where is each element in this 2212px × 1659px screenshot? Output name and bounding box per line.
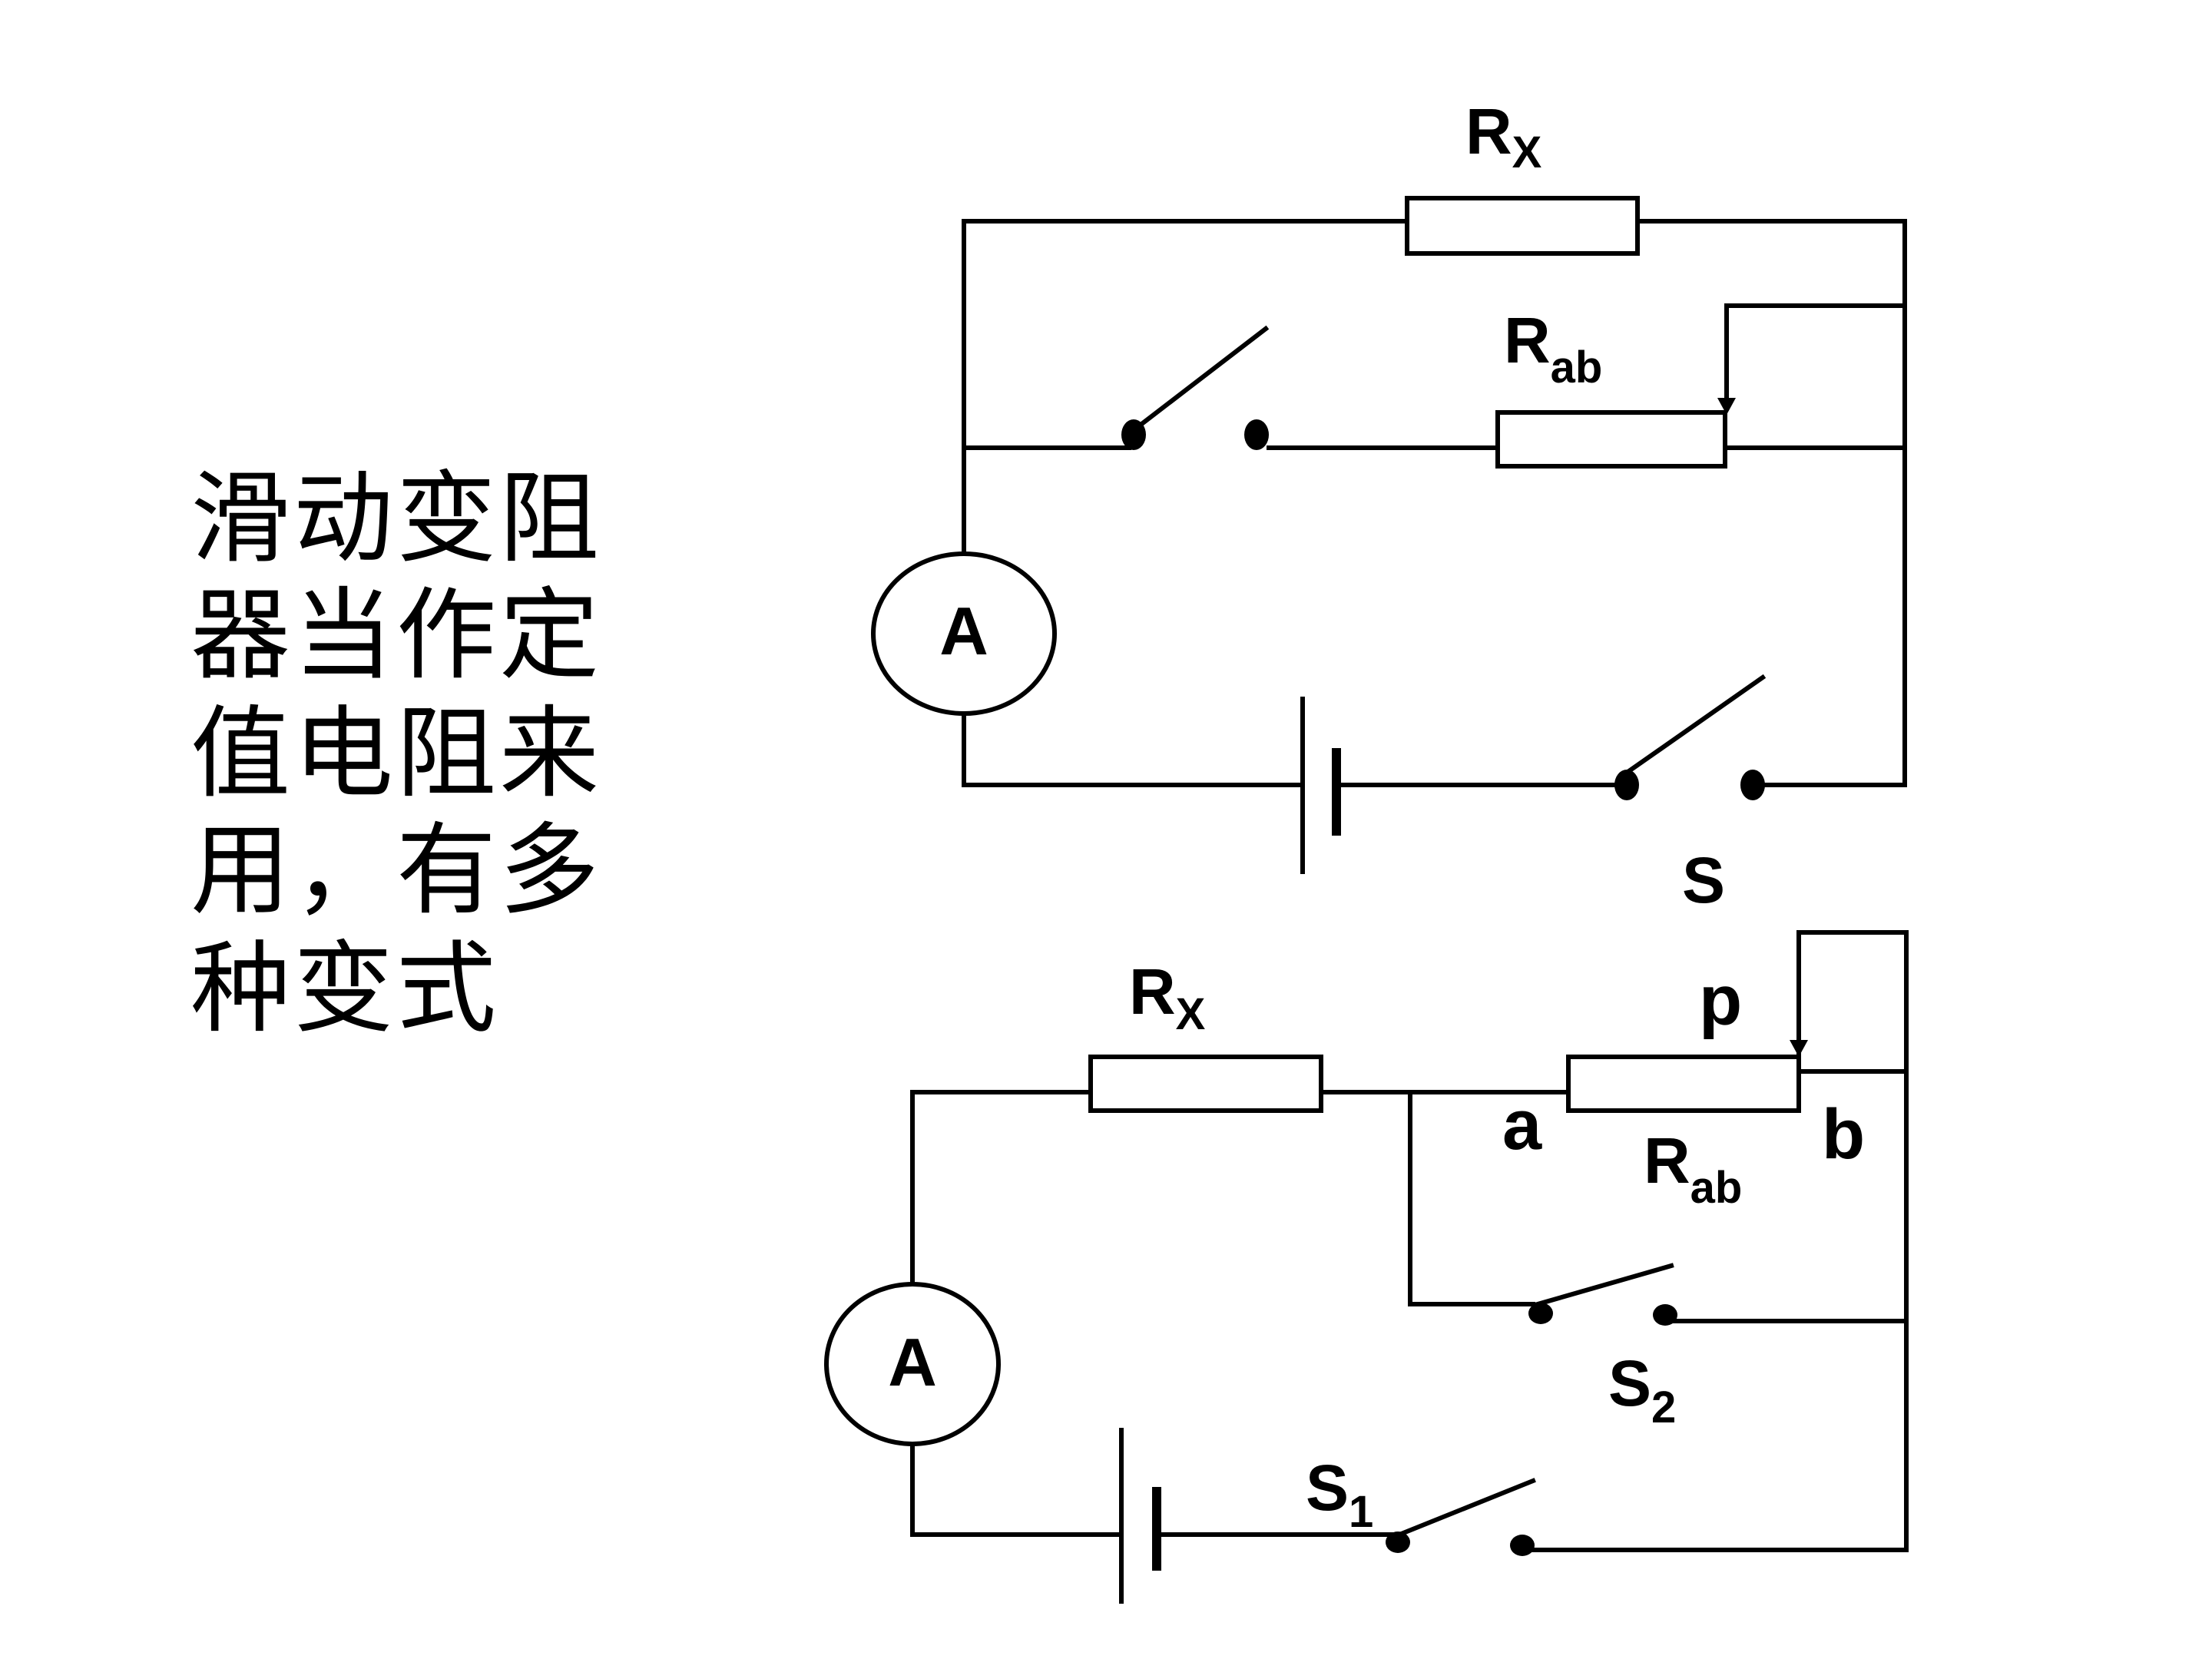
top-ammeter-label: A — [939, 593, 988, 669]
bottom-s1-label: S1 — [1306, 1452, 1373, 1537]
caption-line-1: 滑动变阻 — [190, 460, 603, 577]
bottom-end-a-label: a — [1502, 1086, 1542, 1164]
bottom-battery — [1119, 1428, 1161, 1604]
top-battery — [1300, 697, 1341, 874]
top-circuit: RX Rab A — [871, 95, 1907, 916]
top-branch-switch — [1121, 325, 1270, 450]
top-wires — [962, 219, 1907, 787]
bottom-rx-label: RX — [1129, 955, 1206, 1039]
bottom-end-b-label: b — [1822, 1095, 1865, 1174]
bottom-rab-label: Rab — [1644, 1124, 1742, 1213]
top-rab-label: Rab — [1504, 304, 1602, 392]
caption-line-5: 种变式 — [190, 930, 500, 1047]
bottom-rheostat-rab — [1566, 1055, 1801, 1113]
top-rheostat-rab — [1495, 410, 1727, 469]
caption-line-4: 用，有多 — [190, 812, 603, 929]
bottom-ammeter-label: A — [888, 1324, 937, 1400]
top-switch-label: S — [1682, 844, 1725, 916]
bottom-switch-s1 — [1386, 1478, 1536, 1556]
top-ammeter: A — [871, 551, 1057, 716]
top-main-switch — [1614, 674, 1767, 800]
bottom-switch-s2 — [1528, 1263, 1677, 1326]
bottom-resistor-rx — [1088, 1055, 1323, 1113]
bottom-s2-label: S2 — [1608, 1347, 1676, 1432]
bottom-slider-arrow — [1790, 1040, 1808, 1057]
top-resistor-rx — [1405, 196, 1640, 256]
bottom-ammeter: A — [824, 1282, 1001, 1446]
caption-line-3: 值电阻来 — [190, 695, 603, 812]
bottom-wires — [910, 930, 1909, 1552]
bottom-circuit: RX p a b Rab S2 A — [824, 930, 1909, 1604]
bottom-slider-label: p — [1699, 962, 1742, 1040]
top-rx-label: RX — [1465, 95, 1542, 177]
top-slider-arrow — [1717, 398, 1736, 415]
caption-line-2: 器当作定 — [190, 577, 603, 694]
